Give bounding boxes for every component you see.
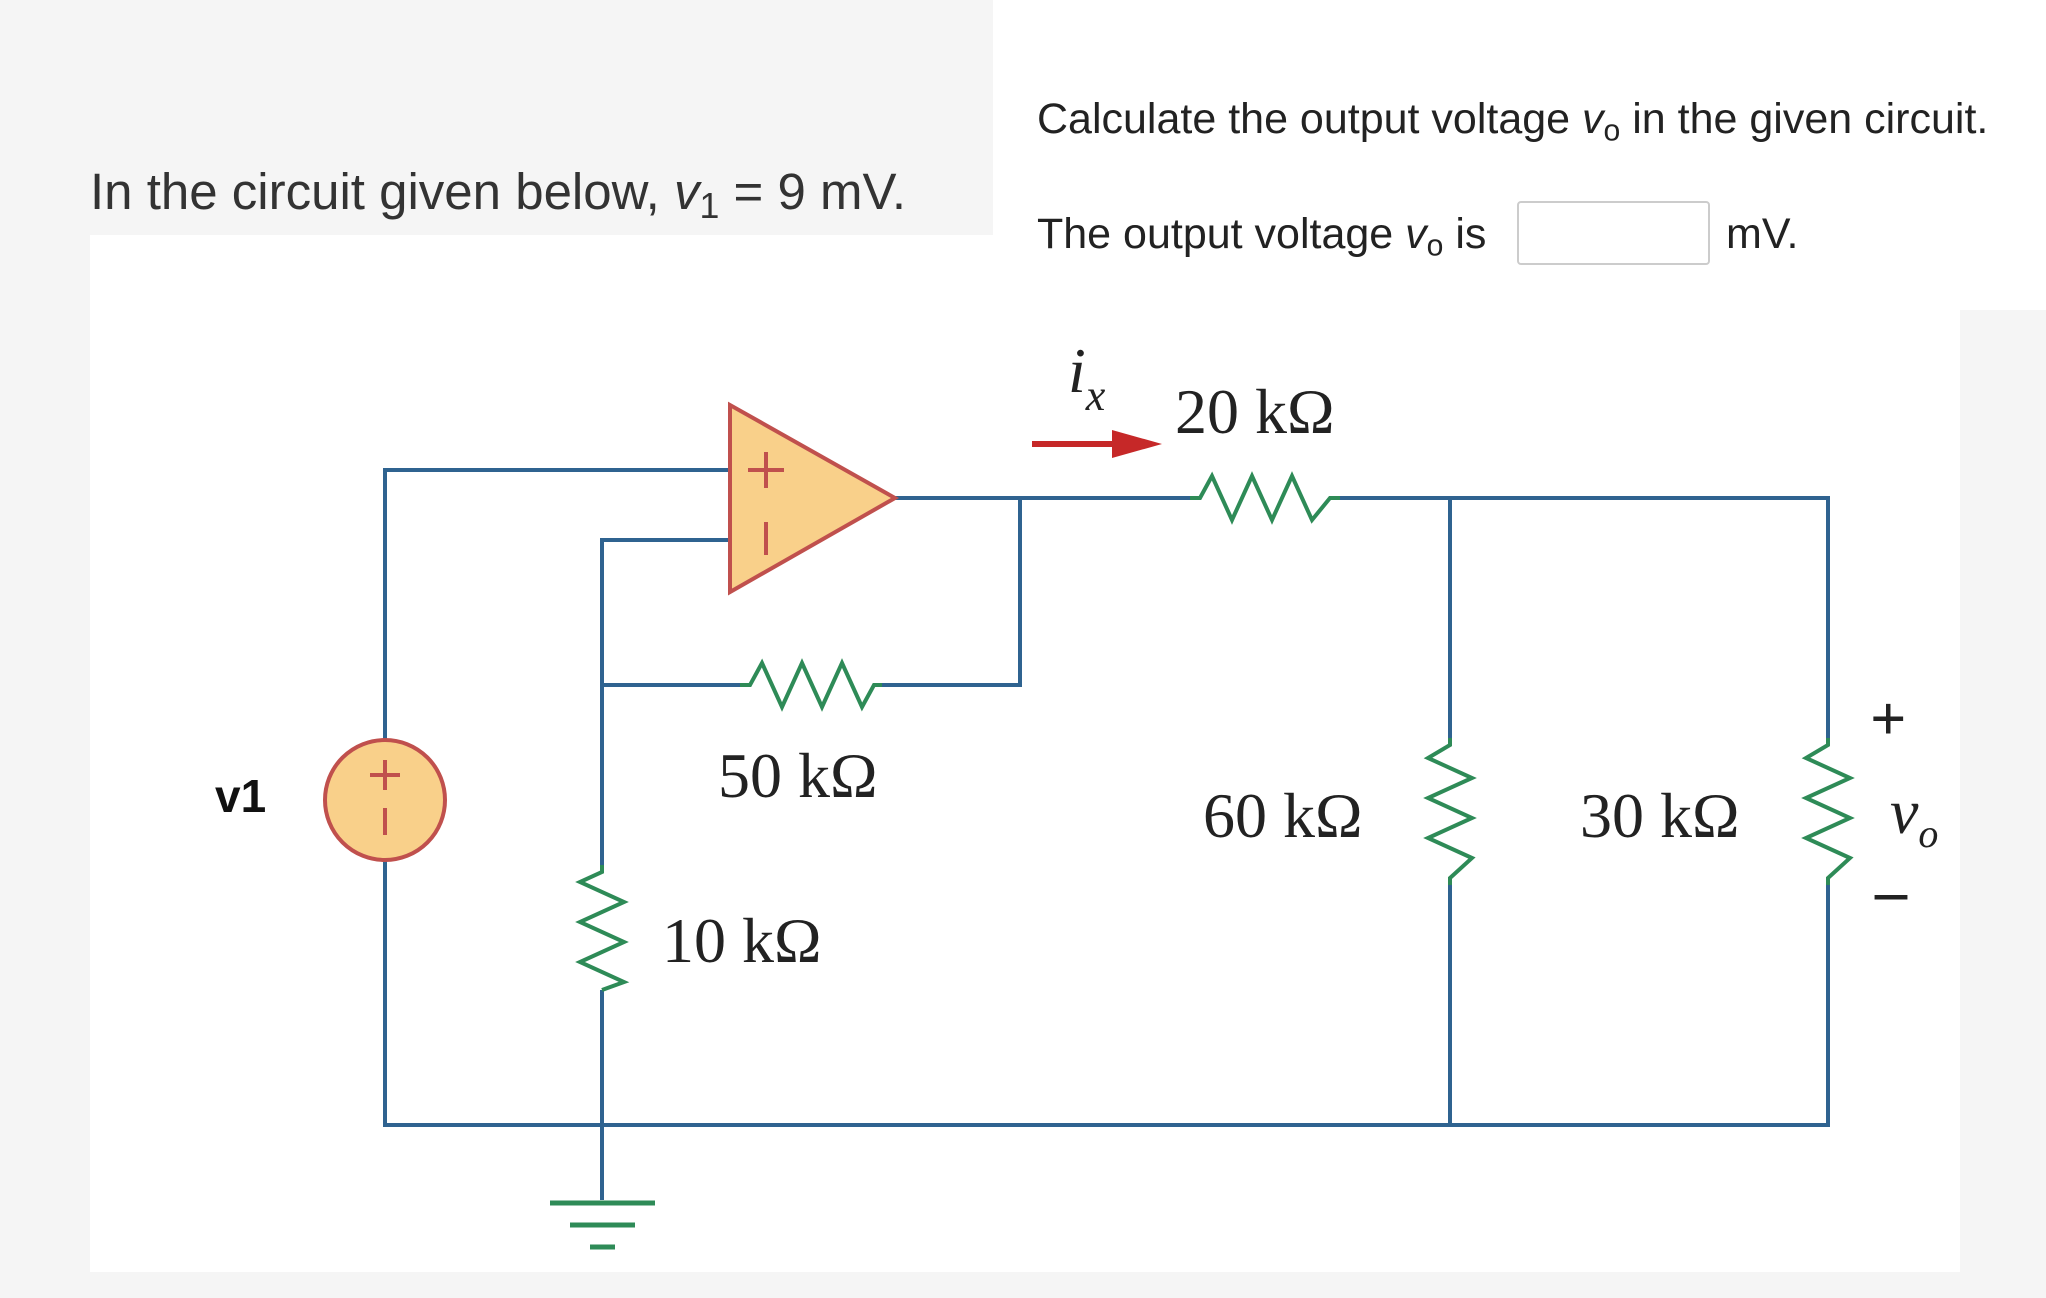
resistor-60k	[1423, 738, 1477, 885]
ground-icon	[550, 1200, 655, 1250]
wire-noninverting-input	[383, 468, 730, 740]
resistor-60k-label: 60 kΩ	[1203, 780, 1363, 851]
resistor-10k-label: 10 kΩ	[662, 905, 822, 976]
problem-statement: In the circuit given below, v1 = 9 mV.	[90, 163, 907, 226]
answer-input[interactable]	[1517, 201, 1710, 265]
vo-plus: +	[1870, 683, 1906, 754]
resistor-30k	[1801, 738, 1855, 885]
resistor-20k-label: 20 kΩ	[1175, 376, 1335, 447]
voltage-source	[323, 738, 447, 862]
answer-prompt: The output voltage vo is	[1037, 210, 1487, 263]
vo-minus: –	[1874, 855, 1908, 926]
answer-unit: mV.	[1726, 210, 1799, 258]
wire-feedback-right	[882, 498, 1022, 687]
wire-bottom-loop	[383, 496, 1830, 1127]
op-amp	[728, 401, 900, 596]
resistor-20k	[1190, 471, 1340, 525]
question-prompt: Calculate the output voltage vo in the g…	[1037, 95, 1989, 148]
resistor-50k	[740, 658, 882, 712]
current-label: ix	[1068, 335, 1106, 420]
vo-label: vo	[1890, 776, 1938, 856]
source-label: v1	[215, 770, 266, 822]
circuit-wires	[383, 468, 1830, 1200]
wire-inverting-input	[600, 538, 730, 865]
resistor-30k-label: 30 kΩ	[1580, 780, 1740, 851]
resistor-10k	[575, 865, 630, 992]
current-arrow-icon	[1032, 430, 1162, 458]
resistor-50k-label: 50 kΩ	[718, 740, 878, 811]
